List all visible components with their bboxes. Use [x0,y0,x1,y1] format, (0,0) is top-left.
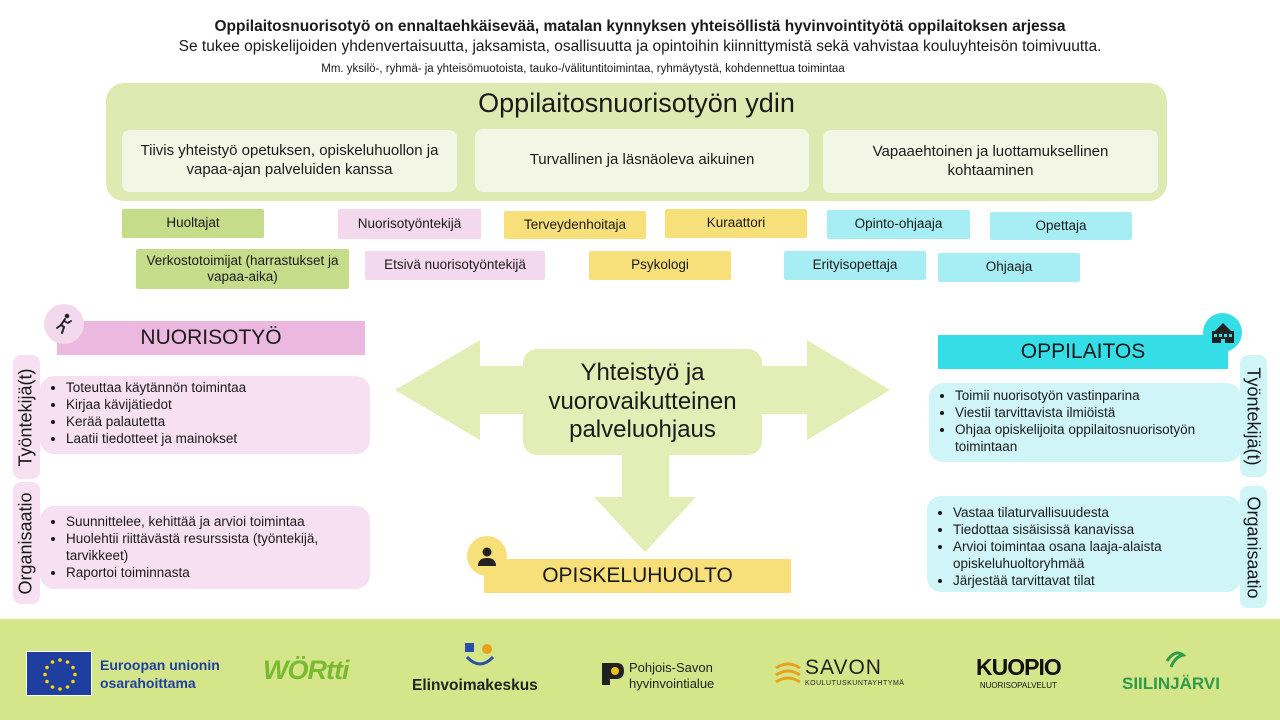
elinvoimakeskus-icon [463,641,497,671]
down-arrow [594,453,696,552]
kuopio-subtitle: NUORISOPALVELUT [979,681,1057,690]
pohjois-savon-line2: hyvinvointialue [629,675,715,691]
nuorisotyo-org-label: Organisaatio [13,482,40,604]
right-arrow [760,340,890,440]
nuorisotyo-org-panel: Suunnittelee, kehittää ja arvioi toimint… [40,506,370,589]
role-ohjaaja: Ohjaaja [938,253,1080,282]
nuorisotyo-worker-label-text: Työntekijä(t) [16,367,37,467]
list-item: Arvioi toimintaa osana laaja-alaista opi… [953,539,1241,573]
opiskeluhuolto-header: OPISKELUHUOLTO [484,559,791,593]
oppilaitos-org-label: Organisaatio [1240,486,1267,608]
list-item: Toteuttaa käytännön toimintaa [66,380,370,397]
list-item: Kirjaa kävijätiedot [66,397,370,414]
pohjois-savon-icon [599,660,626,687]
list-item: Toimii nuorisotyön vastinparina [955,388,1241,405]
oppilaitos-worker-label-text: Työntekijä(t) [1244,366,1265,466]
siilinjarvi-logo: SIILINJÄRVI [1122,674,1220,693]
role-erityisopettaja: Erityisopettaja [784,251,926,280]
list-item: Järjestää tarvittavat tilat [953,573,1241,590]
savon-icon [774,660,802,686]
list-item: Ohjaa opiskelijoita oppilaitosnuorisotyö… [955,422,1241,456]
eu-line1: Euroopan unionin [100,657,220,673]
nuorisotyo-org-label-text: Organisaatio [16,491,36,595]
list-item: Suunnittelee, kehittää ja arvioi toimint… [66,514,370,531]
role-kuraattori: Kuraattori [665,209,807,238]
page-title: Oppilaitosnuorisotyö on ennaltaehkäisevä… [214,18,1066,35]
oppilaitos-worker-label: Työntekijä(t) [1240,355,1267,477]
person-icon [467,536,507,576]
nuorisotyo-header: NUORISOTYÖ [57,321,365,355]
role-psykologi: Psykologi [589,251,731,280]
core-item-cooperation: Tiivis yhteistyö opetuksen, opiskeluhuol… [122,130,457,192]
footer-logos [0,619,1280,720]
core-item-voluntary-meeting: Vapaaehtoinen ja luottamuksellinen kohta… [823,130,1158,193]
school-building-icon [1203,313,1242,352]
list-item: Viestii tarvittavista ilmiöistä [955,405,1241,422]
nuorisotyo-worker-panel: Toteuttaa käytännön toimintaa Kirjaa käv… [40,376,370,454]
list-item: Laatii tiedotteet ja mainokset [66,431,370,448]
core-title: Oppilaitosnuorisotyön ydin [478,88,795,118]
cooperation-arrows [395,340,890,552]
list-item: Raportoi toiminnasta [66,565,370,582]
eu-line2: osarahoittama [100,675,196,692]
role-terveydenhoitaja: Terveydenhoitaja [504,211,646,239]
siilinjarvi-icon [1163,647,1187,671]
left-arrow [395,340,530,440]
list-item: Kerää palautetta [66,414,370,431]
oppilaitos-org-panel: Vastaa tilaturvallisuudesta Tiedottaa si… [927,496,1241,592]
pohjois-savon-line1: Pohjois-Savon [629,660,713,675]
eu-logo-text: Euroopan unionin osarahoittama [100,656,220,692]
role-verkostotoimijat: Verkostotoimijat (harrastukset ja vapaa-… [136,249,349,289]
list-item: Vastaa tilaturvallisuudesta [953,505,1241,522]
role-opinto-ohjaaja: Opinto-ohjaaja [827,210,970,239]
role-huoltajat: Huoltajat [122,209,264,238]
oppilaitos-org-label-text: Organisaatio [1244,495,1264,599]
savon-title: SAVON [805,656,882,679]
savon-subtitle: KOULUTUSKUNTAYHTYMÄ [805,680,905,687]
role-nuorisotyontekija: Nuorisotyöntekijä [338,209,481,239]
kuopio-logo: KUOPIO NUORISOPALVELUT [976,654,1062,690]
nuorisotyo-worker-label: Työntekijä(t) [13,355,40,479]
page-subtitle: Se tukee opiskelijoiden yhdenvertaisuutt… [178,38,1102,55]
center-cooperation-box: Yhteistyö ja vuorovaikutteinen palveluoh… [523,349,762,455]
oppilaitos-worker-panel: Toimii nuorisotyön vastinparina Viestii … [929,383,1241,462]
eu-flag-icon [26,651,92,696]
pohjois-savon-logo: Pohjois-Savon hyvinvointialue [629,660,714,691]
savon-logo: SAVON KOULUTUSKUNTAYHTYMÄ [805,656,904,687]
oppilaitos-header: OPPILAITOS [938,335,1228,369]
list-item: Huolehtii riittävästä resurssista (työnt… [66,531,370,565]
wortti-logo: WÖRtti [263,655,349,685]
kuopio-title: KUOPIO [976,654,1062,680]
role-opettaja: Opettaja [990,212,1132,240]
role-etsiva-nuorisotyontekija: Etsivä nuorisotyöntekijä [365,251,545,280]
person-running-icon [44,304,84,344]
header-note: Mm. yksilö-, ryhmä- ja yhteisömuotoista,… [321,63,845,75]
core-item-safe-adult: Turvallinen ja läsnäoleva aikuinen [475,129,809,192]
list-item: Tiedottaa sisäisissä kanavissa [953,522,1241,539]
elinvoimakeskus-logo: Elinvoimakeskus [412,677,538,694]
